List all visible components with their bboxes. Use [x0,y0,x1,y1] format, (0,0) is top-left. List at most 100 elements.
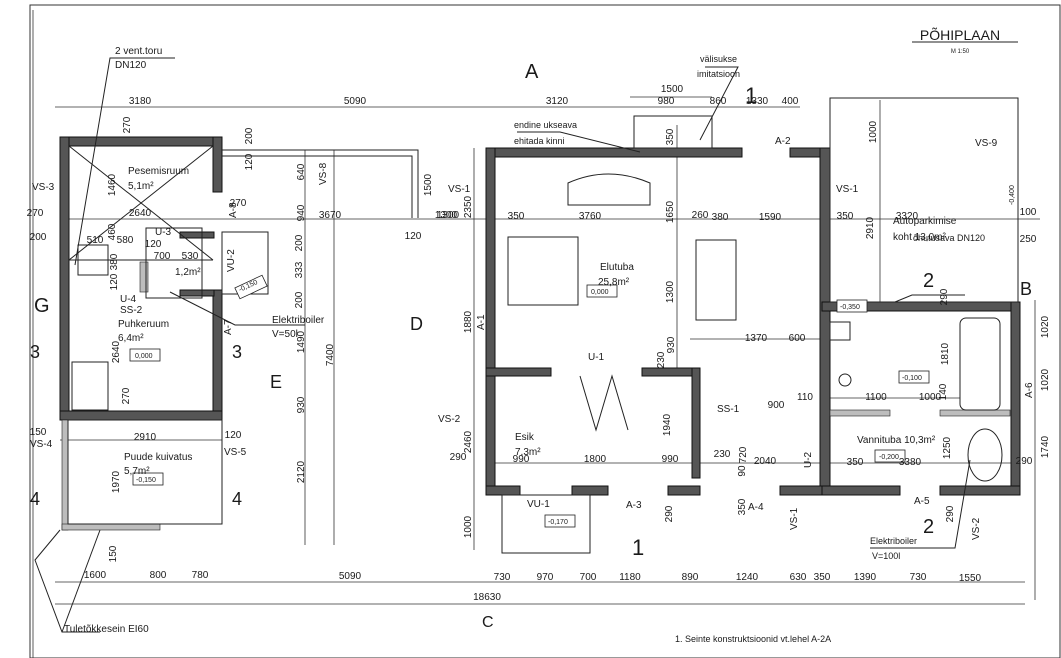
dimension-label: 1490 [296,330,307,353]
dimension-label: 200 [244,127,255,144]
dimension-top: 5090 [344,96,367,107]
plan-title: PÕHIPLAAN [920,27,1000,43]
room-pesemisruum: Pesemisruum [128,166,189,177]
dimension-label: 290 [450,452,467,463]
boiler-100-volume: V=100l [872,551,900,561]
dimension-label: 1100 [865,392,887,403]
dimension-label: 270 [122,116,133,133]
dimension-label: 1500 [423,173,434,196]
dimension-label: 1880 [463,310,474,333]
level-puude: -0,150 [136,477,156,484]
room-puhkeruum-area: 6,4m² [118,333,144,344]
tag-vs9: VS-9 [975,138,998,149]
tag-a7: A-7 [223,319,234,335]
sheet-border [29,4,1061,658]
section-marker-4-left: 4 [30,489,40,509]
tag-ss1: SS-1 [717,404,740,415]
dimension-label: 990 [513,454,530,465]
dimension-bottom: 730 [494,572,511,583]
axis-label-e: E [270,372,282,392]
dimension-bottom: 1180 [619,572,641,583]
room-small-area: 1,2m² [175,267,201,278]
axis-label-a: A [525,61,539,83]
dimension-bottom: 890 [682,572,699,583]
dimension-label: 1020 [1040,315,1051,338]
dimension-label: 290 [664,505,675,522]
dimension-label: 900 [768,400,785,411]
dimension-label: 510 [87,235,104,246]
room-puude-kuivatus: Puude kuivatus [124,452,192,463]
dimension-top: 3120 [546,96,569,107]
dimension-bottom: 730 [910,572,927,583]
dimension-label: 120 [405,231,422,242]
boiler-100-label: Elektriboiler [870,536,917,546]
tag-vs1-right: VS-1 [836,184,859,195]
construction-note: 1. Seinte konstruktsioonid vt.lehel A-2A [675,634,831,644]
dimension-label: 100 [1020,207,1037,218]
axis-label-b: B [1020,279,1032,299]
dimension-label: 380 [712,212,729,223]
dimension-label: 270 [27,208,44,219]
tag-vs3: VS-3 [32,182,55,193]
main-house-walls [485,97,1021,554]
dimension-label: 3320 [896,211,919,222]
dimension-label: 930 [296,396,307,413]
room-esik-area: 7,3m² [515,447,541,458]
tag-u4: U-4 [120,294,137,305]
level-puhkeruum: 0,000 [135,353,153,360]
dimension-top: 1330 [746,96,769,107]
section-marker-1-top: 1 [745,83,757,108]
dimension-bottom: 970 [537,572,554,583]
dimension-bottom: 1240 [736,572,759,583]
dimension-label: 1000 [463,515,474,538]
dimension-label: 120 [225,430,242,441]
dimension-label: 270 [230,198,247,209]
dimension-label: 90 [737,465,748,477]
dimension-label: 250 [1020,234,1037,245]
room-vannituba: Vannituba 10,3m² [857,435,936,446]
dimension-label: 460 [107,223,118,240]
dimension-label: 200 [294,234,305,251]
dimension-label: 2040 [754,456,777,467]
dimension-label: 1810 [940,342,951,365]
dimension-label: 1300 [437,210,460,221]
section-marker-2-top: 2 [923,270,934,292]
dimension-label: 150 [30,427,47,438]
room-autoparkimise-area: koht 13,0m² [893,232,946,243]
dimension-label: 230 [656,351,667,368]
dimension-label: 350 [847,457,864,468]
leader-lines [34,57,971,633]
dimension-label: 230 [714,449,731,460]
room-puude-area: 5,7m² [124,466,150,477]
dimension-label: 350 [665,128,676,145]
dimension-label: 580 [117,235,134,246]
dimension-label: 1460 [107,173,118,196]
dimension-label: 3760 [579,211,602,222]
dimension-label: 350 [837,211,854,222]
shower [967,428,1003,482]
dimension-label: 7400 [325,343,336,366]
dimension-label: 1000 [868,120,879,143]
tag-a3: A-3 [626,500,642,511]
tag-a8: A-8 [228,202,239,218]
section-marker-2-bottom: 2 [923,516,934,538]
dimension-bottom: 800 [150,570,167,581]
tag-u3: U-3 [155,227,172,238]
dimension-label: 3380 [899,457,922,468]
section-marker-1-bottom: 1 [632,535,644,560]
dimension-label: 1020 [1040,368,1051,391]
dimension-label: 3670 [319,210,342,221]
room-elutuba: Elutuba [600,262,634,273]
tag-a5: A-5 [914,496,930,507]
level-carport-edge: -0,400 [1009,185,1016,205]
dimension-label: 1300 [435,210,458,221]
dimension-label: 110 [797,392,813,403]
dimension-bottom: 630 [790,572,807,583]
dimension-bottom: 5090 [339,571,362,582]
door-imitation-label: välisukse [700,54,737,64]
dimension-label: 120 [244,153,255,170]
level-autoparkimise: -0,350 [840,304,860,311]
dimension-label: 380 [109,253,120,270]
level-vu1: -0,170 [548,519,568,526]
